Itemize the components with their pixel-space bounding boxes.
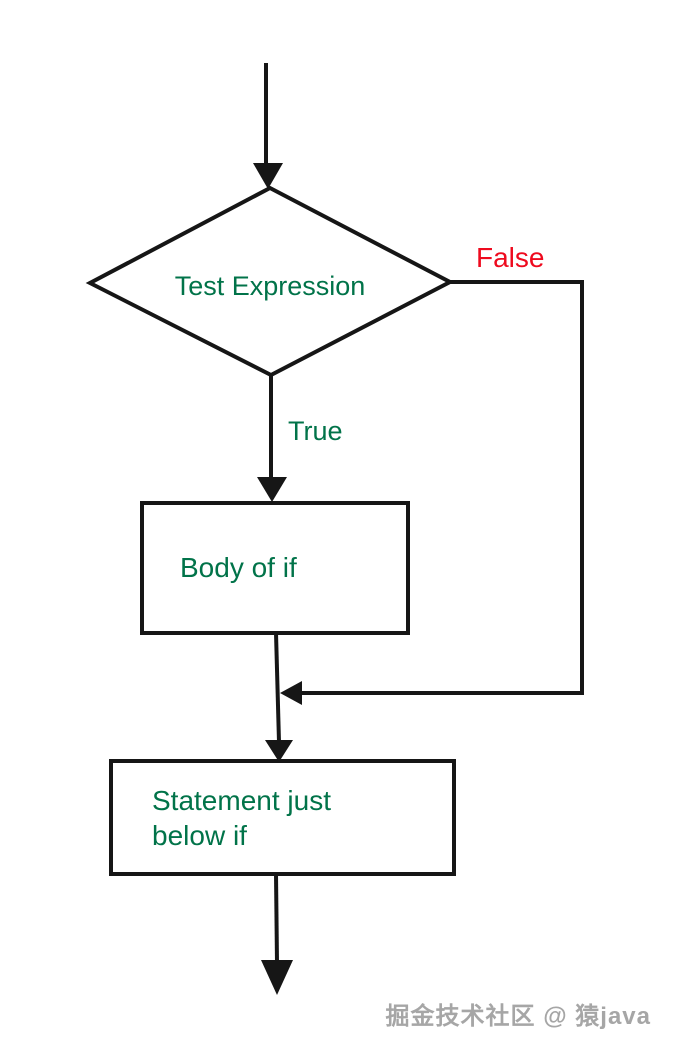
decision-node-label: Test Expression [174, 271, 366, 301]
statement-label-line1: Statement just [152, 784, 331, 816]
false-junction-arrowhead-icon [280, 681, 302, 705]
true-edge-label: True [288, 416, 343, 446]
exit-connector-line [274, 873, 279, 964]
body-node-label: Body of if [146, 507, 404, 629]
body-node-label-text: Body of if [180, 551, 297, 583]
body-node-shape [140, 501, 410, 635]
true-arrowhead-icon [257, 477, 287, 502]
watermark-text: 掘金技术社区 @ 猿java [385, 1003, 651, 1030]
statement-arrowhead-icon [265, 740, 293, 762]
statement-node-shape [109, 759, 456, 876]
body-to-statement-line [274, 632, 281, 743]
false-edge-label: False [476, 242, 545, 273]
statement-node-label: Statement just below if [115, 765, 450, 870]
entry-arrowhead-icon [253, 163, 283, 189]
false-branch-line [302, 280, 584, 695]
statement-label-line2: below if [152, 819, 247, 851]
exit-arrowhead-icon [261, 960, 293, 995]
